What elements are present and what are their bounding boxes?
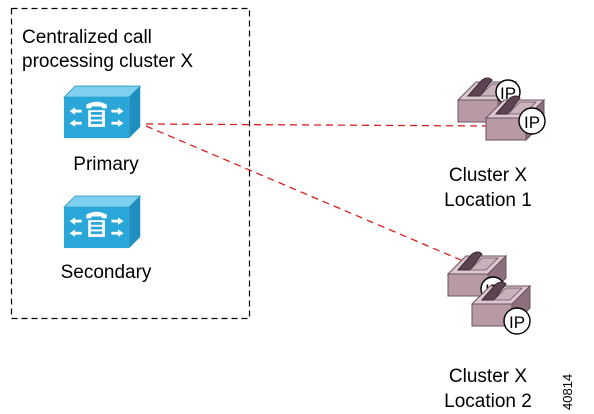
cluster-title-line-1: Centralized call (22, 27, 152, 48)
location-1-line-1: Cluster X (448, 165, 528, 186)
phone-badge-text: IP (524, 113, 540, 132)
figure-id: 40814 (560, 373, 575, 410)
location-2-label: Cluster X Location 2 (444, 364, 532, 414)
location-2-phones-icon: IP IP (447, 251, 531, 335)
phone-badge-text: IP (509, 313, 525, 332)
secondary-server-label: Secondary (60, 262, 152, 283)
primary-server-label: Primary (73, 154, 139, 175)
link-to-location-2 (145, 125, 483, 270)
cluster-boundary (10, 7, 251, 320)
location-2-line-1: Cluster X (448, 366, 528, 387)
location-1-label: Cluster X Location 1 (444, 163, 532, 213)
location-1-line-2: Location 1 (444, 190, 532, 211)
secondary-server-icon (63, 195, 141, 249)
location-2-line-2: Location 2 (444, 391, 532, 412)
primary-server-icon (63, 85, 141, 139)
cluster-title-line-2: processing cluster X (22, 51, 194, 72)
cluster-title: Centralized call processing cluster X (22, 26, 193, 74)
location-1-phones-icon: IP IP (457, 77, 546, 141)
link-to-location-1 (145, 123, 491, 127)
